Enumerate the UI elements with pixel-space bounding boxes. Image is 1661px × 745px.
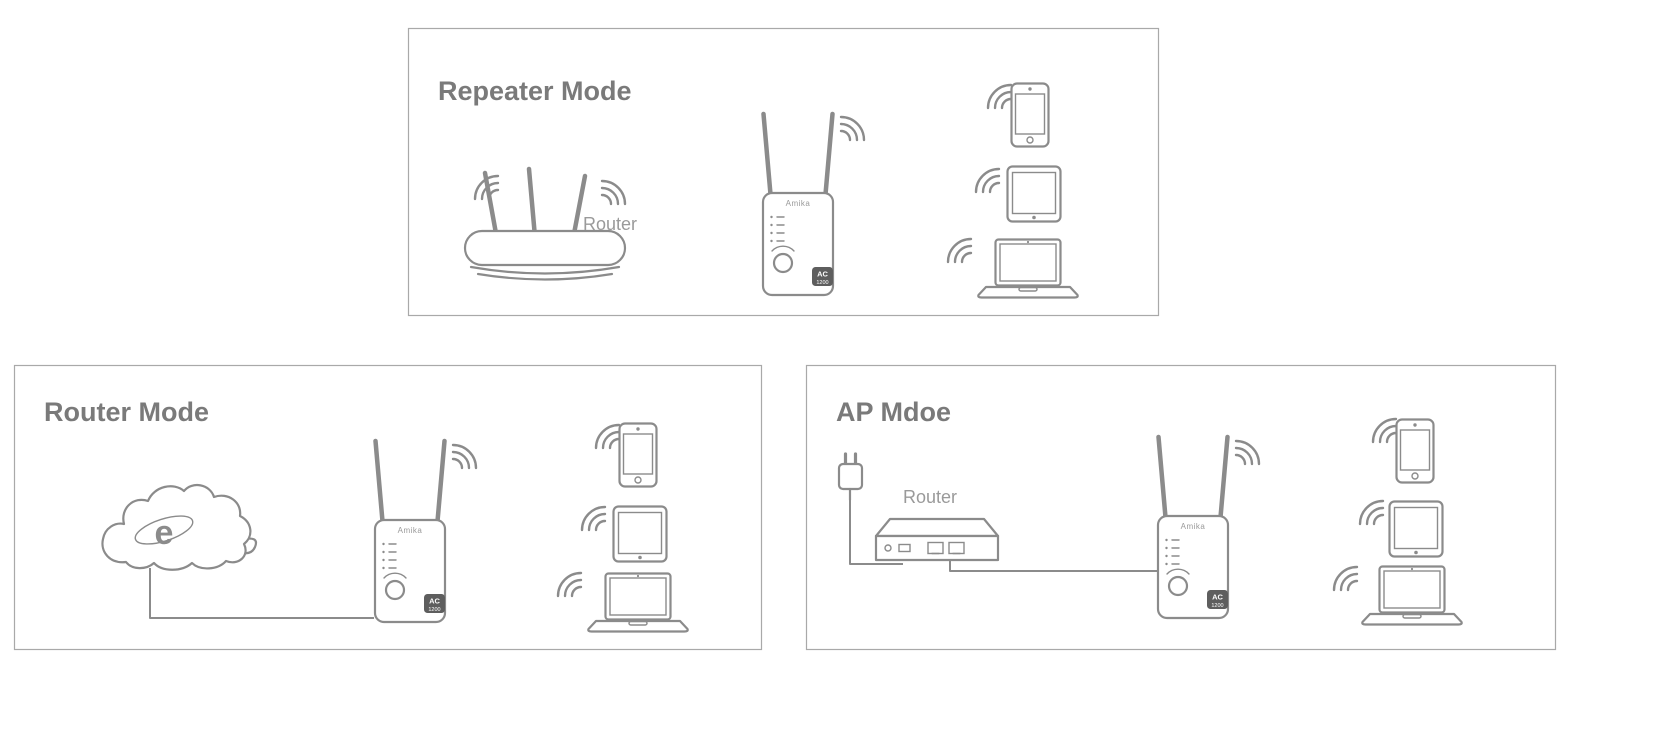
browser-logo-glyph: e (155, 514, 174, 552)
wifi-signal-icon (946, 237, 973, 264)
panel-border (13, 364, 763, 651)
extender-badge-1200: 1200 (816, 280, 828, 286)
smartphone-icon (1395, 418, 1435, 484)
panel-border (407, 27, 1160, 317)
extender-badge-1200: 1200 (1211, 603, 1223, 609)
extender-badge-1200: 1200 (428, 607, 440, 613)
panel-title: Repeater Mode (438, 76, 632, 106)
wifi-signal-icon (451, 443, 478, 470)
wifi-signal-icon (1332, 565, 1359, 592)
tablet-icon (1388, 500, 1444, 558)
wifi-signal-icon (1358, 499, 1385, 526)
router-label: Router (903, 487, 957, 507)
smartphone-icon (1010, 82, 1050, 148)
extender-badge-ac: AC (1212, 593, 1223, 602)
wifi-signal-icon (594, 423, 621, 450)
ethernet-cable-line (949, 560, 1158, 572)
wifi-signal-icon (974, 167, 1001, 194)
panel-repeater-mode: Repeater Mode Router Amika AC 1200 (407, 27, 1160, 317)
wifi-signal-icon (1234, 439, 1261, 466)
wan-cable-line (149, 568, 374, 619)
extender-badge-ac: AC (817, 270, 828, 279)
wifi-signal-icon (580, 505, 607, 532)
laptop-icon (977, 238, 1079, 299)
wifi-signal-icon (556, 571, 583, 598)
tablet-icon (1006, 165, 1062, 223)
extender-brand-label: Amika (786, 199, 811, 208)
tablet-icon (612, 505, 668, 563)
power-plug-icon (837, 452, 864, 502)
extender-brand-label: Amika (1181, 522, 1206, 531)
laptop-icon (1361, 565, 1463, 626)
wifi-signal-icon (1371, 417, 1398, 444)
panel-ap-mode: AP Mdoe Router Amika AC 1200 (805, 364, 1557, 651)
panel-title: AP Mdoe (836, 397, 951, 427)
laptop-icon (587, 572, 689, 633)
extender-brand-label: Amika (398, 526, 423, 535)
power-cable-line (849, 500, 903, 565)
smartphone-icon (618, 422, 658, 488)
panel-router-mode: Router Mode e Amika AC 1200 (13, 364, 763, 651)
extender-badge-ac: AC (429, 597, 440, 606)
wifi-signal-icon (986, 83, 1013, 110)
panel-border (805, 364, 1557, 651)
router-label: Router (583, 214, 637, 234)
wifi-signal-icon (839, 115, 866, 142)
internet-cloud-icon (101, 483, 258, 571)
panel-title: Router Mode (44, 397, 209, 427)
wired-router-icon (874, 517, 1000, 562)
